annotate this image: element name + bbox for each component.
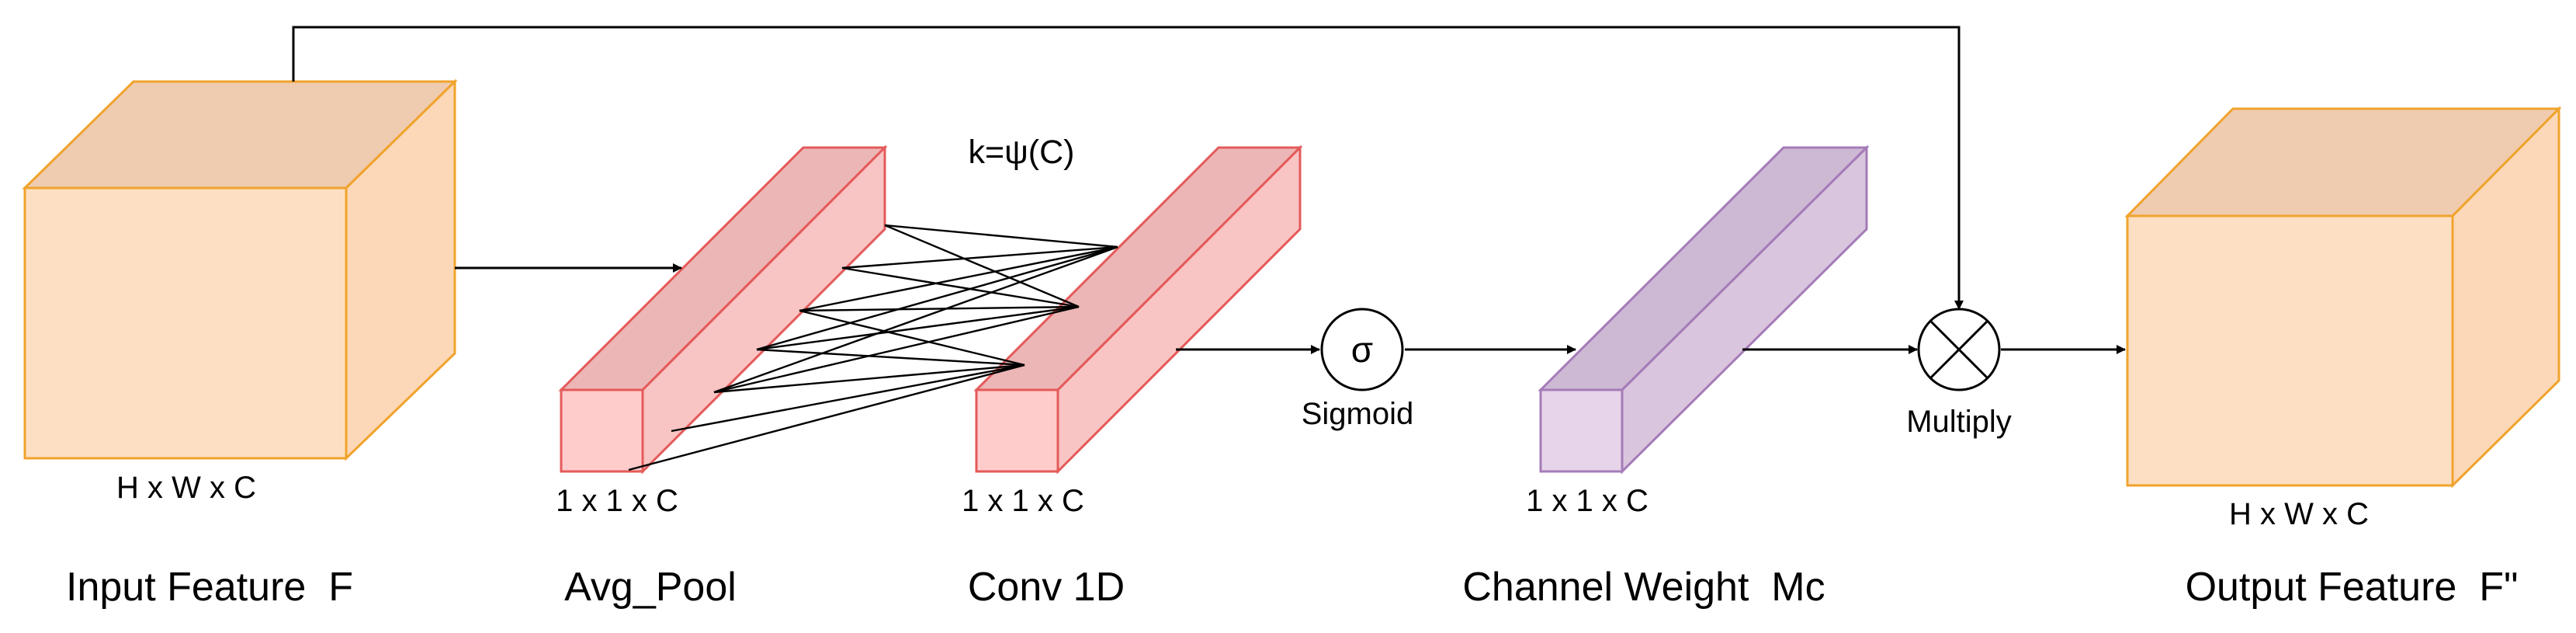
avgpool-caption: Avg_Pool [564, 565, 737, 610]
conv1d-kernel-connections [628, 224, 1118, 471]
input-feature-caption: Input Feature F [66, 565, 353, 610]
sigmoid-label: Sigmoid [1302, 397, 1414, 431]
conv1d-caption: Conv 1D [968, 565, 1125, 610]
channel-weight-bar [1538, 144, 1870, 475]
input-feature-cube [22, 78, 458, 461]
kernel-size-label: k=ψ(C) [969, 134, 1075, 171]
conv1d-dims-label: 1 x 1 x C [962, 484, 1084, 518]
multiply-node [1917, 308, 2001, 391]
avg-pool-bar [558, 144, 888, 475]
skip-connection-arrow [292, 26, 1964, 310]
output-feature-caption: Output Feature F" [2186, 565, 2519, 610]
output-feature-cube [2124, 106, 2562, 489]
avgpool-dims-label: 1 x 1 x C [556, 484, 678, 518]
sigmoid-symbol: σ [1351, 329, 1373, 370]
sigmoid-node: σ [1320, 308, 1404, 391]
input-dims-label: H x W x C [116, 471, 256, 505]
multiply-label: Multiply [1906, 405, 2012, 439]
channel-weight-caption: Channel Weight Mc [1462, 565, 1825, 610]
output-dims-label: H x W x C [2229, 497, 2369, 531]
weight-dims-label: 1 x 1 x C [1526, 484, 1649, 518]
conv1d-bar [973, 144, 1303, 475]
